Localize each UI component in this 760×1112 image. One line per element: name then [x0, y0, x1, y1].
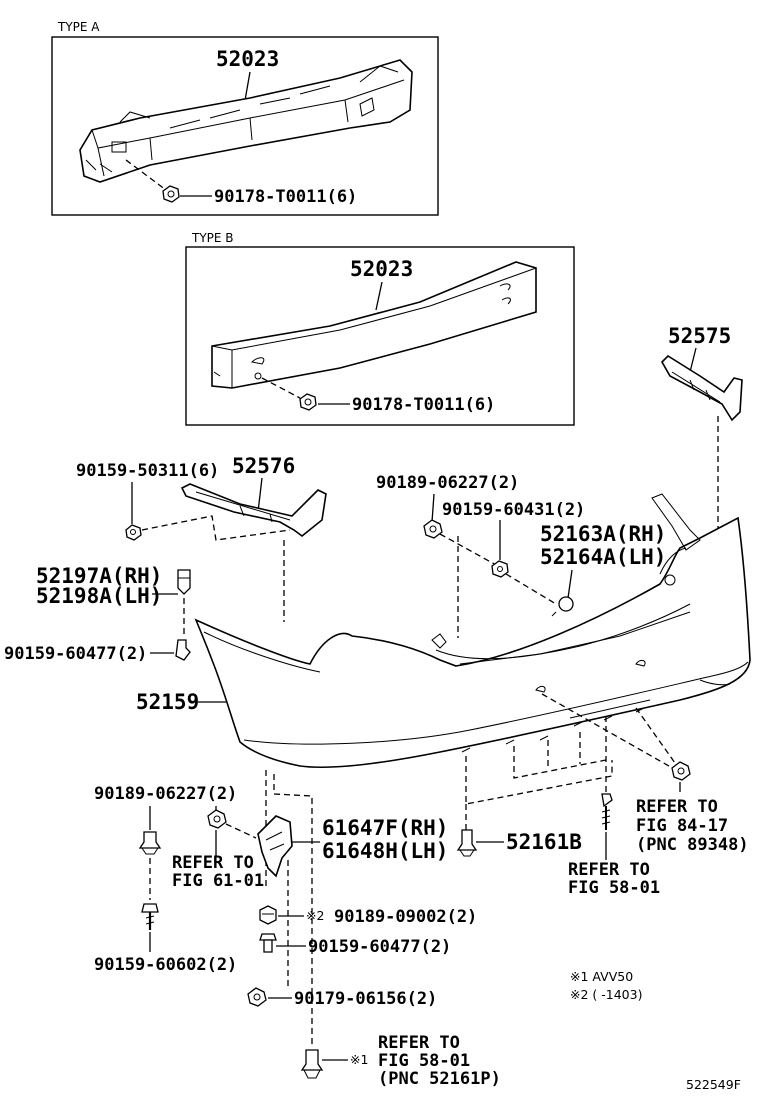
mark-2: ※2 [306, 908, 324, 923]
ref-58-01-right-group: REFER TO FIG 58-01 [568, 793, 660, 898]
ref-58-01-bottom-line2: FIG 58-01 [378, 1051, 470, 1071]
type-a-panel: TYPE A 52023 90178-T0011(6) [51, 20, 439, 216]
type-b-nut-icon [299, 393, 317, 411]
type-b-reinforcement [211, 261, 537, 389]
bracket-52575: 52575 [661, 324, 743, 534]
bolt-icon-90159-60477-bottom [259, 933, 277, 953]
type-b-frame [185, 246, 575, 426]
type-b-dash [261, 377, 301, 399]
bolt-icon-90159-60602 [141, 903, 159, 930]
ref-61-01-line2: FIG 61-01 [172, 871, 264, 891]
type-a-fastener-number: 90178-T0011(6) [214, 187, 357, 207]
type-a-reinforcement [79, 59, 413, 183]
label-90159-60477-bottom: 90159-60477(2) [308, 937, 451, 957]
type-b-panel: TYPE B 52023 90178-T0011(6) [185, 231, 575, 426]
bolt-icon-58-01 [601, 793, 613, 830]
retainer-icon-52197A [177, 569, 191, 595]
mark-1: ※1 [350, 1052, 368, 1067]
footnotes: ※1 AVV50 ※2 ( -1403) [570, 969, 642, 1002]
ref-58-01-right-line2: FIG 58-01 [568, 878, 660, 898]
label-90159-50311: 90159-50311(6) [76, 461, 219, 481]
label-52198A: 52198A(LH) [36, 584, 162, 608]
clip-icon-52163A [551, 596, 574, 617]
ref-84-17-line3: (PNC 89348) [636, 835, 749, 855]
label-61648H: 61648H(LH) [322, 839, 448, 863]
note-2: ※2 ( -1403) [570, 987, 642, 1002]
bracket-61647F-icon [257, 815, 293, 878]
type-a-dash [125, 159, 167, 191]
ref-58-01-bottom-line1: REFER TO [378, 1033, 460, 1053]
label-90189-06227-top: 90189-06227(2) [376, 473, 519, 493]
type-a-frame [51, 36, 439, 216]
note-1: ※1 AVV50 [570, 969, 633, 984]
ref-58-01-right-line1: REFER TO [568, 860, 650, 880]
label-90159-60602: 90159-60602(2) [94, 955, 237, 975]
ref-61-01-line1: REFER TO [172, 853, 254, 873]
clip-icon-52161P [300, 1049, 324, 1079]
label-90159-60431: 90159-60431(2) [442, 500, 585, 520]
nut-icon-90179-06156 [247, 987, 267, 1007]
type-a-part-number: 52023 [216, 47, 279, 71]
type-b-label: TYPE B [191, 231, 234, 245]
label-61647F: 61647F(RH) [322, 816, 448, 840]
lower-left-callouts: 90189-06227(2) 61647F(RH) 61648H(LH) REF… [94, 784, 477, 1009]
type-b-fastener-number: 90178-T0011(6) [352, 395, 495, 415]
type-a-label: TYPE A [57, 20, 100, 34]
nut-icon-89348 [671, 761, 691, 781]
bracket-52576: 90159-50311(6) 52576 [76, 454, 327, 622]
grommet-icon-90189-06227-bottom [207, 809, 227, 829]
diagram-id: 522549F [686, 1077, 741, 1092]
label-90189-06227-bottom: 90189-06227(2) [94, 784, 237, 804]
label-52161B: 52161B [506, 830, 582, 854]
label-52164A: 52164A(LH) [540, 545, 666, 569]
ref-58-01-bottom-line3: (PNC 52161P) [378, 1069, 501, 1089]
label-90189-09002: 90189-09002(2) [334, 907, 477, 927]
label-52576: 52576 [232, 454, 295, 478]
ref-84-17-line1: REFER TO [636, 797, 718, 817]
clip-52161B-group: 52161B [456, 829, 582, 857]
left-callouts: 52197A(RH) 52198A(LH) 90159-60477(2) 521… [4, 564, 232, 714]
ref-84-17-group: REFER TO FIG 84-17 (PNC 89348) [636, 761, 749, 855]
label-52575: 52575 [668, 324, 731, 348]
ref-58-01-bottom-group: ※1 REFER TO FIG 58-01 (PNC 52161P) [300, 1033, 501, 1089]
screw-icon-90159-60477 [175, 639, 191, 661]
grommet-icon-90189-06227 [423, 519, 443, 539]
nut-icon-90189-09002 [259, 905, 277, 925]
label-90159-60477-left: 90159-60477(2) [4, 644, 147, 664]
label-52197A: 52197A(RH) [36, 564, 162, 588]
label-52163A: 52163A(RH) [540, 522, 666, 546]
bumper-cover-52159 [194, 493, 751, 768]
screw-icon-90159-50311 [125, 524, 142, 541]
type-a-nut-icon [162, 185, 180, 203]
type-b-part-number: 52023 [350, 257, 413, 281]
grommet-icon-left-column [138, 831, 162, 855]
type-b-leader [375, 281, 383, 311]
screw-icon-90159-60431 [491, 560, 509, 578]
clip-icon-52161B [456, 829, 478, 857]
ref-84-17-line2: FIG 84-17 [636, 816, 728, 836]
label-52159: 52159 [136, 690, 199, 714]
guide-lines [149, 693, 681, 1046]
center-upper-callouts: 90189-06227(2) 90159-60431(2) 52163A(RH)… [376, 473, 666, 638]
label-90179-06156: 90179-06156(2) [294, 989, 437, 1009]
